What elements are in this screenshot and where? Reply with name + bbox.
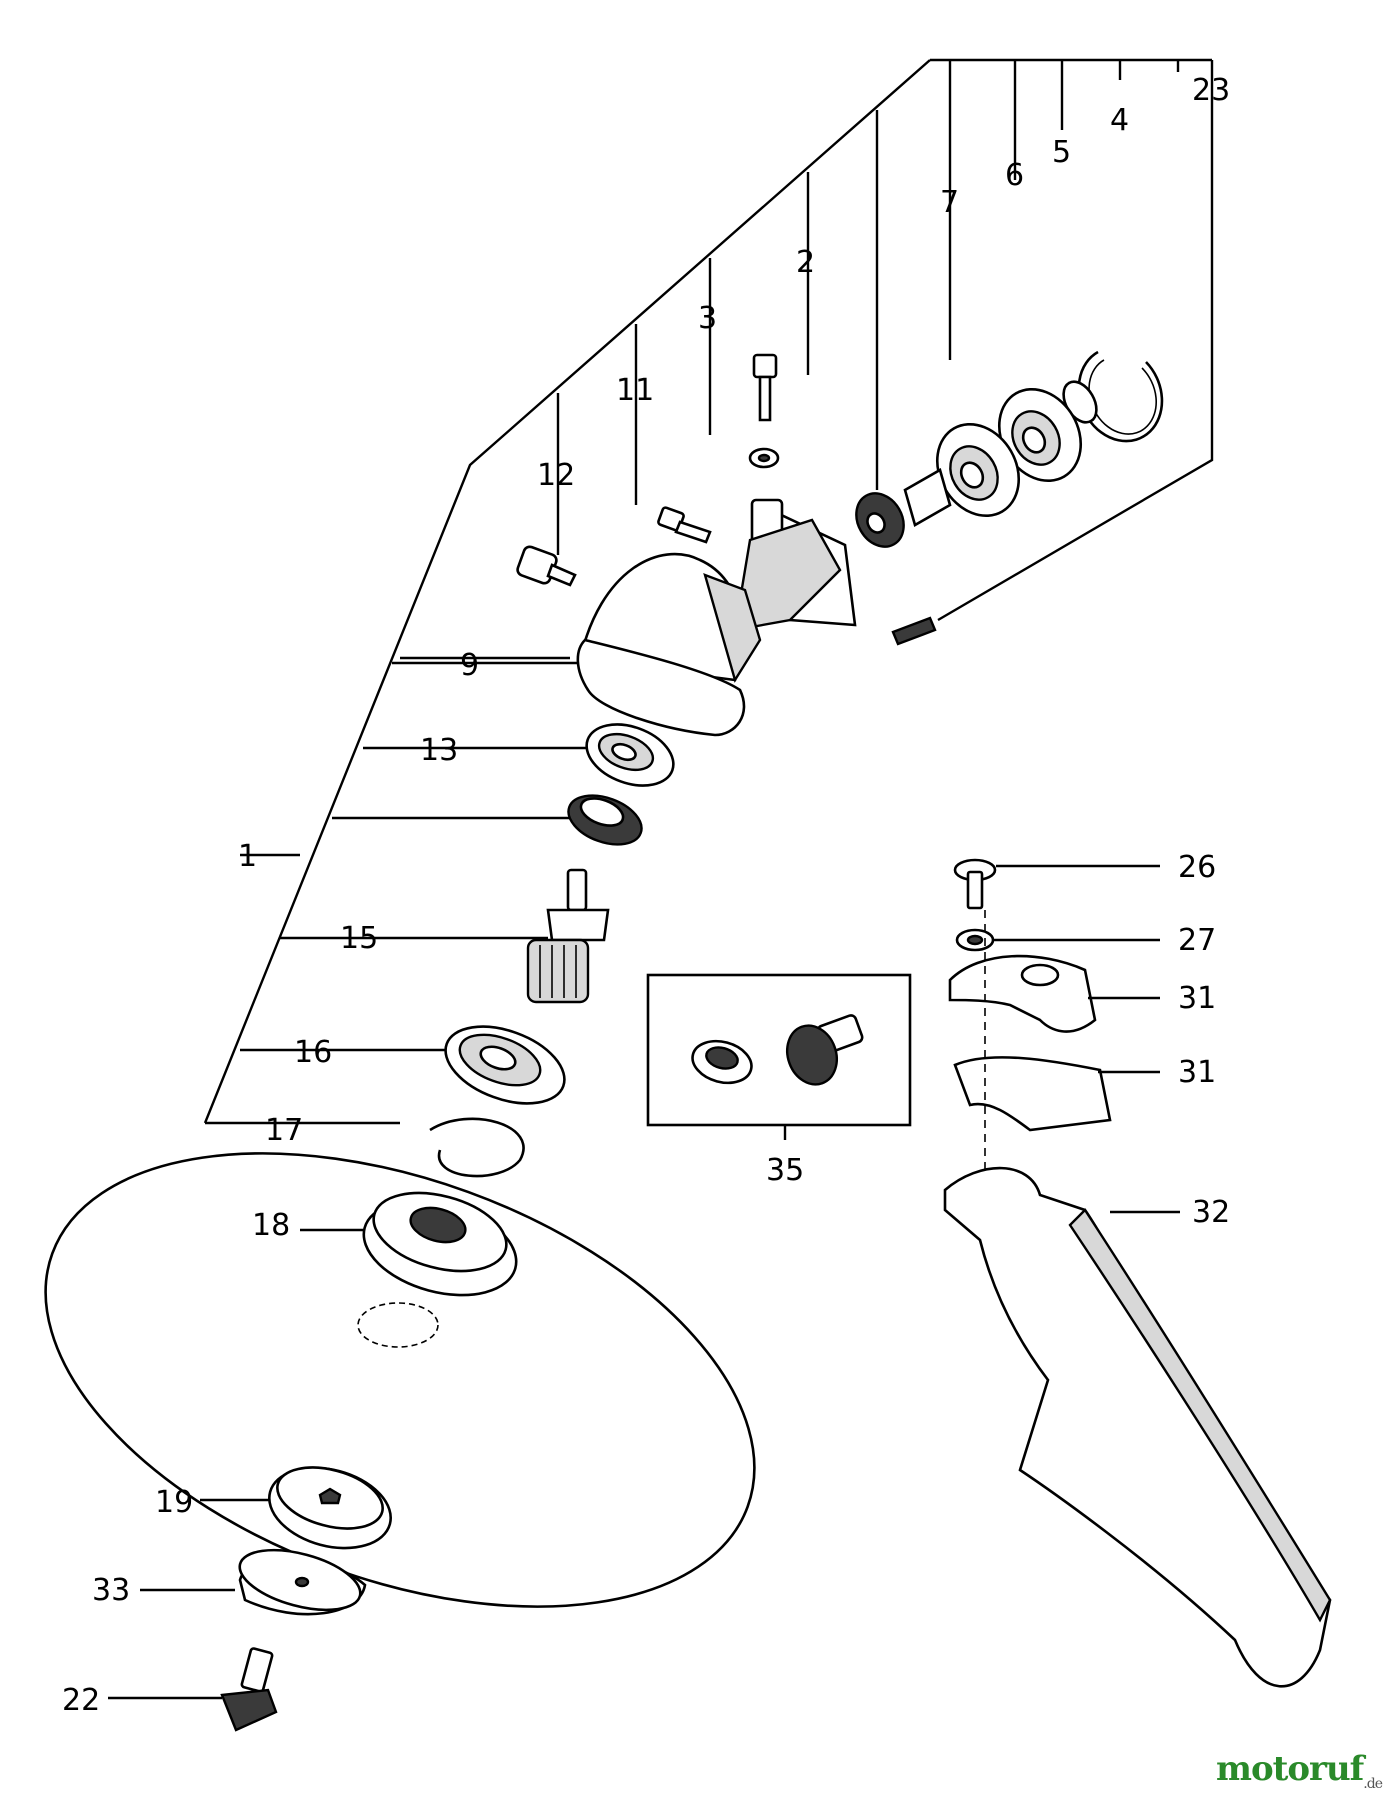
lower-washer (268, 1466, 392, 1550)
blade-bolt (220, 1647, 278, 1732)
gear-housing (400, 498, 857, 737)
label-2: 2 (796, 245, 815, 280)
label-31-bottom: 31 (1178, 1055, 1216, 1090)
watermark: motoruf.de (1216, 1749, 1383, 1792)
label-23: 23 (1192, 73, 1230, 108)
label-9: 9 (460, 648, 479, 683)
label-33: 33 (92, 1573, 130, 1608)
label-32: 32 (1192, 1195, 1230, 1230)
watermark-brand: motoruf (1216, 1749, 1364, 1790)
label-7: 7 (940, 185, 959, 220)
bearing-16 (444, 1025, 566, 1105)
blade-holder (362, 1191, 518, 1297)
label-15: 15 (340, 921, 378, 956)
label-11: 11 (616, 373, 654, 408)
callout-labels: 23 4 5 6 7 2 3 11 12 9 13 1 15 16 17 18 … (62, 73, 1230, 1718)
output-shaft (526, 868, 610, 1004)
label-6: 6 (1005, 158, 1024, 193)
label-35: 35 (766, 1153, 804, 1188)
guard-assembly (943, 858, 1332, 1688)
bearing-stack (855, 350, 1164, 548)
leader-lines-lower (108, 1228, 365, 1700)
label-18: 18 (252, 1208, 290, 1243)
label-17: 17 (265, 1113, 303, 1148)
screws (516, 353, 937, 646)
label-19: 19 (155, 1485, 193, 1520)
kit-box (646, 973, 912, 1140)
label-16: 16 (294, 1035, 332, 1070)
label-12: 12 (537, 458, 575, 493)
assembly-bracket-lines (203, 58, 1214, 1125)
bevel-gear (567, 794, 643, 846)
label-27: 27 (1178, 923, 1216, 958)
circlip-17 (429, 1117, 525, 1178)
label-31-top: 31 (1178, 981, 1216, 1016)
watermark-tld: .de (1363, 1776, 1383, 1792)
bearing-13 (585, 723, 675, 787)
label-1: 1 (238, 839, 257, 874)
label-4: 4 (1110, 103, 1129, 138)
cup-33 (238, 1548, 367, 1616)
label-22: 22 (62, 1683, 100, 1718)
label-5: 5 (1052, 135, 1071, 170)
label-26: 26 (1178, 850, 1216, 885)
label-3: 3 (698, 301, 717, 336)
label-13: 13 (420, 733, 458, 768)
